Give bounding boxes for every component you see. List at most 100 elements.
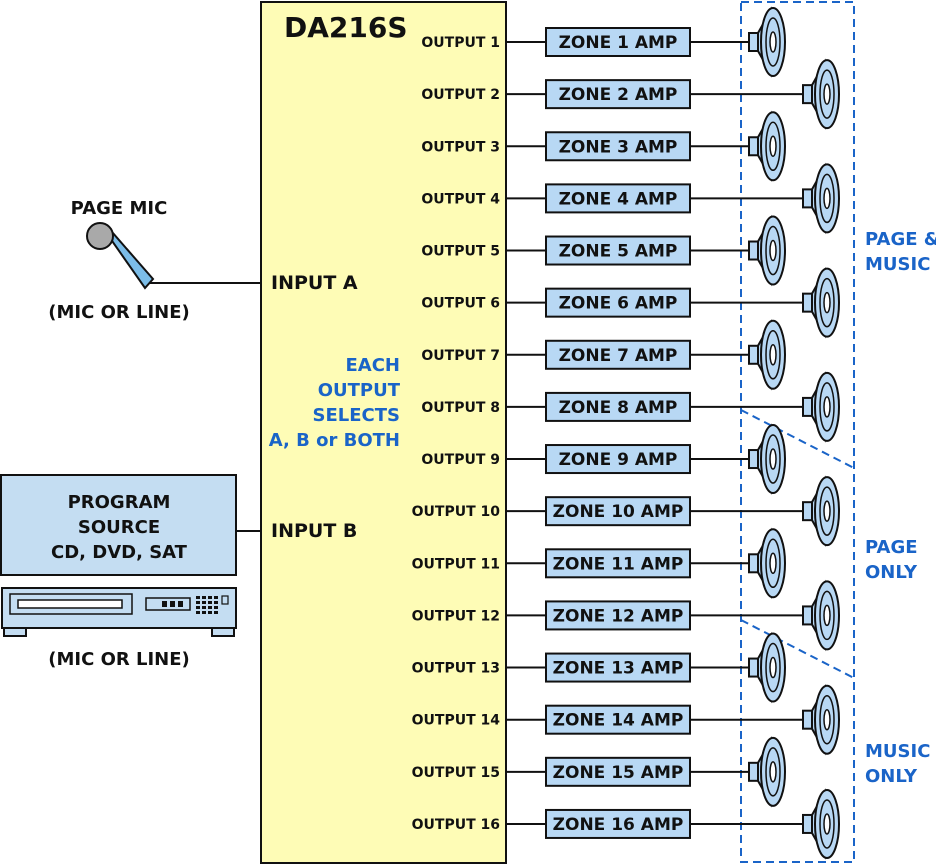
program-source-line: PROGRAM bbox=[68, 492, 171, 513]
speaker-icon bbox=[802, 579, 840, 652]
microphone-icon bbox=[86, 222, 155, 290]
speaker-icon bbox=[748, 631, 786, 704]
output-label: OUTPUT 14 bbox=[412, 713, 501, 729]
page-mic-title: PAGE MIC bbox=[71, 198, 168, 219]
zone-amp-label: ZONE 11 AMP bbox=[553, 554, 684, 574]
speaker-icon bbox=[802, 683, 840, 756]
zone-amp-label: ZONE 2 AMP bbox=[559, 85, 678, 105]
output-label: OUTPUT 3 bbox=[421, 139, 500, 155]
zone-amp-box bbox=[545, 444, 691, 475]
device-model: DA216S bbox=[284, 11, 408, 44]
zone-amp-label: ZONE 5 AMP bbox=[559, 242, 678, 262]
speaker-icon bbox=[802, 266, 840, 339]
zone-amp-box bbox=[545, 183, 691, 214]
speaker-icon bbox=[748, 527, 786, 600]
zone-amp-box bbox=[545, 79, 691, 110]
zone-label-music-only: MUSIC bbox=[865, 741, 930, 762]
output-label: OUTPUT 12 bbox=[412, 608, 500, 624]
zone-amp-box bbox=[545, 131, 691, 162]
zone-amp-label: ZONE 9 AMP bbox=[559, 450, 678, 470]
output-row: OUTPUT 2 ZONE 2 AMP bbox=[421, 58, 840, 130]
program-source-box bbox=[0, 474, 237, 576]
program-source-note: (MIC OR LINE) bbox=[48, 649, 190, 670]
speaker-icon bbox=[802, 371, 840, 443]
zone-amp-label: ZONE 6 AMP bbox=[559, 294, 678, 314]
speaker-icon bbox=[802, 162, 840, 235]
speaker-icon bbox=[748, 423, 786, 495]
zone-divider-2 bbox=[740, 619, 855, 679]
output-label: OUTPUT 13 bbox=[412, 661, 500, 677]
select-note-line: SELECTS bbox=[313, 405, 400, 426]
input-a-label: INPUT A bbox=[271, 272, 358, 294]
output-label: OUTPUT 4 bbox=[421, 191, 500, 207]
zone-amp-label: ZONE 7 AMP bbox=[559, 346, 678, 366]
output-row: OUTPUT 12 ZONE 12 AMP bbox=[412, 579, 840, 652]
zone-amp-label: ZONE 1 AMP bbox=[559, 33, 678, 53]
output-label: OUTPUT 7 bbox=[421, 348, 500, 364]
zone-label-page-music: PAGE & bbox=[865, 229, 936, 250]
zone-label-page-only: PAGE bbox=[865, 537, 918, 558]
speaker-icon bbox=[748, 736, 786, 808]
zone-amp-label: ZONE 12 AMP bbox=[553, 606, 684, 626]
output-row: OUTPUT 6 ZONE 6 AMP bbox=[421, 266, 840, 339]
output-row: OUTPUT 3 ZONE 3 AMP bbox=[421, 110, 786, 183]
zone-amp-label: ZONE 13 AMP bbox=[553, 659, 684, 679]
device-box bbox=[260, 1, 507, 864]
output-row: OUTPUT 15 ZONE 15 AMP bbox=[412, 736, 786, 808]
input-b-label: INPUT B bbox=[271, 520, 357, 542]
zone-divider-1 bbox=[740, 409, 855, 469]
speaker-icon bbox=[748, 318, 786, 391]
output-row: OUTPUT 13 ZONE 13 AMP bbox=[412, 631, 786, 704]
output-row: OUTPUT 9 ZONE 9 AMP bbox=[421, 423, 786, 495]
speaker-icon bbox=[802, 475, 840, 547]
zone-amp-box bbox=[545, 756, 691, 787]
output-row: OUTPUT 10 ZONE 10 AMP bbox=[412, 475, 840, 547]
output-label: OUTPUT 5 bbox=[421, 244, 500, 260]
zone-amp-box bbox=[545, 391, 691, 422]
speaker-icon bbox=[748, 6, 786, 78]
zone-amp-label: ZONE 4 AMP bbox=[559, 189, 678, 209]
zone-amp-box bbox=[545, 548, 691, 579]
zone-amp-box bbox=[545, 600, 691, 631]
zone-region-outline bbox=[740, 1, 855, 863]
zone-amp-label: ZONE 8 AMP bbox=[559, 398, 678, 418]
output-label: OUTPUT 16 bbox=[412, 817, 500, 833]
output-row: OUTPUT 4 ZONE 4 AMP bbox=[421, 162, 840, 235]
dvd-player-icon bbox=[1, 587, 237, 637]
output-row: OUTPUT 5 ZONE 5 AMP bbox=[421, 214, 786, 287]
output-label: OUTPUT 9 bbox=[421, 452, 500, 468]
zone-amp-box bbox=[545, 27, 691, 57]
output-label: OUTPUT 2 bbox=[421, 87, 500, 103]
zone-amp-label: ZONE 16 AMP bbox=[553, 815, 684, 835]
zone-amp-label: ZONE 15 AMP bbox=[553, 763, 684, 783]
output-label: OUTPUT 10 bbox=[412, 504, 501, 520]
zone-amp-box bbox=[545, 808, 691, 839]
speaker-icon bbox=[748, 214, 786, 287]
zone-amp-label: ZONE 14 AMP bbox=[553, 711, 684, 731]
output-label: OUTPUT 6 bbox=[421, 296, 500, 312]
select-note: EACH OUTPUT SELECTS A, B or BOTH bbox=[269, 355, 401, 451]
select-note-line: EACH bbox=[345, 355, 400, 376]
output-label: OUTPUT 15 bbox=[412, 765, 500, 781]
program-source-line: CD, DVD, SAT bbox=[51, 542, 188, 563]
output-label: OUTPUT 11 bbox=[412, 556, 500, 572]
zone-amp-label: ZONE 3 AMP bbox=[559, 137, 678, 157]
zone-amp-box bbox=[545, 704, 691, 735]
speaker-icon bbox=[802, 788, 840, 860]
page-mic-note: (MIC OR LINE) bbox=[48, 302, 190, 323]
speaker-icon bbox=[748, 110, 786, 183]
output-row: OUTPUT 14 ZONE 14 AMP bbox=[412, 683, 840, 756]
zone-label-music-only: ONLY bbox=[865, 766, 918, 787]
program-source-line: SOURCE bbox=[78, 517, 160, 538]
select-note-line: OUTPUT bbox=[318, 380, 401, 401]
speaker-icon bbox=[802, 58, 840, 130]
zone-label-page-music: MUSIC bbox=[865, 254, 930, 275]
zone-amp-label: ZONE 10 AMP bbox=[553, 502, 684, 522]
output-row: OUTPUT 7 ZONE 7 AMP bbox=[421, 318, 786, 391]
output-row: OUTPUT 16 ZONE 16 AMP bbox=[412, 788, 840, 860]
